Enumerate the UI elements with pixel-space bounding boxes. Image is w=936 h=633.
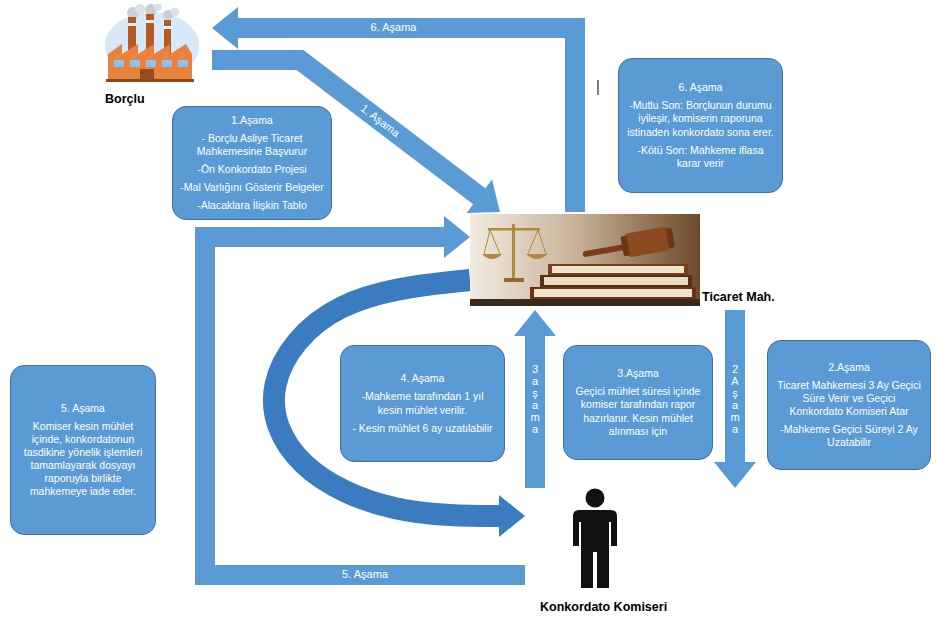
stage-text: Geçici mühlet süresi içinde komiser tara… — [571, 385, 705, 438]
arrow-head — [499, 495, 525, 537]
icon-part — [548, 264, 688, 275]
icon-part — [482, 254, 502, 259]
stage-box: 3.AşamaGeçici mühlet süresi içinde komis… — [563, 345, 713, 460]
person-silhouette — [565, 488, 625, 590]
icon-part — [470, 214, 700, 306]
icon-part — [484, 230, 490, 254]
icon-part — [128, 23, 136, 26]
arrow-head — [444, 216, 470, 258]
icon-part — [540, 275, 692, 287]
actor-label: Ticaret Mah. — [702, 290, 775, 304]
icon-part — [105, 12, 199, 80]
stage-box: 1.Aşama - Borçlu Asliye Ticaret Mahkemesi… — [172, 106, 332, 220]
stage-heading: 3.Aşama — [617, 367, 658, 380]
icon-part — [504, 278, 524, 282]
actor-node: Borçlu — [92, 4, 212, 110]
icon-part — [178, 60, 188, 67]
flow-arrow — [514, 310, 556, 488]
arrow-head — [514, 310, 556, 336]
actor-label: Konkordato Komiseri — [540, 600, 667, 614]
stage-box: 2.AşamaTicaret Mahkemesi 3 Ay Geçici Sür… — [767, 340, 931, 470]
actor-node: Konkordato Komiseri — [525, 488, 755, 623]
icon-part — [171, 8, 179, 16]
factory-icon — [100, 4, 200, 84]
icon-part — [573, 510, 617, 588]
stage-heading: 4. Aşama — [401, 372, 445, 385]
stage-text: -Mahkeme Geçici Süreyi 2 Ay Uzatabilir — [775, 423, 923, 449]
stage-box: 6. Aşama -Mutlu Son: Borçlunun durumu iyi… — [618, 58, 783, 193]
icon-part — [114, 60, 124, 67]
icon-part — [162, 60, 172, 67]
arrow-label: 6. Aşama — [369, 21, 419, 34]
icon-part — [106, 79, 194, 82]
icon-part — [140, 69, 154, 80]
icon-part — [544, 277, 688, 285]
icon-part — [470, 299, 700, 306]
arrow-label: 3 aşama — [530, 361, 541, 438]
icon-part — [538, 230, 546, 254]
icon-part — [530, 287, 696, 299]
stage-text: Komiser kesin mühlet içinde, konkordaton… — [18, 420, 148, 499]
stage-box: 4. Aşama -Mahkeme tarafından 1 yıl kesin … — [340, 345, 505, 462]
icon-part — [534, 289, 692, 297]
icon-part — [624, 226, 671, 257]
arrow-shaft — [725, 310, 745, 464]
icon-part — [581, 226, 676, 266]
actor-label: Borçlu — [105, 92, 145, 106]
stage-box: 5. AşamaKomiser kesin mühlet içinde, kon… — [10, 365, 156, 535]
court-illustration — [470, 214, 700, 306]
stage-text: -Ön Konkordato Projesi — [197, 163, 306, 176]
stage-heading: 6. Aşama — [679, 81, 723, 94]
stage-text: -Alacaklara İlişkin Tablo — [197, 199, 307, 212]
arrow-label: 5. Aşama — [340, 568, 390, 581]
stage-text: -Mutlu Son: Borçlunun durumu iyileşir, k… — [626, 99, 775, 138]
stage-text: - Borçlu Asliye Ticaret Mahkemesine Başv… — [180, 132, 324, 158]
icon-part — [512, 224, 515, 280]
arrow-label: 2 Aşama — [730, 361, 741, 438]
arrow-head — [212, 7, 238, 49]
icon-part — [552, 266, 684, 273]
icon-part — [528, 230, 538, 254]
stage-text: Ticaret Mahkemesi 3 Ay Geçici Süre Verir… — [775, 379, 923, 418]
stage-heading: 1.Aşama — [231, 114, 272, 127]
icon-part — [146, 20, 154, 23]
stage-heading: 2.Aşama — [828, 361, 869, 374]
arrow-head — [714, 462, 756, 488]
arrow-shaft — [274, 280, 501, 516]
stage-heading: 5. Aşama — [61, 402, 105, 415]
arrow-head — [467, 180, 500, 213]
icon-part — [666, 228, 675, 249]
stage-text: -Kötü Son: Mahkeme iflasa karar verir — [626, 144, 775, 170]
flow-arrow — [274, 280, 525, 537]
stage-text: - Kesin mühlet 6 ay uzatılabilir — [352, 422, 492, 435]
icon-part — [620, 236, 629, 257]
actor-node: Ticaret Mah. — [470, 212, 770, 310]
icon-part — [586, 489, 605, 508]
cursor-mark — [598, 80, 599, 95]
arrow-shaft — [525, 334, 545, 488]
icon-part — [130, 60, 140, 67]
icon-part — [108, 44, 192, 80]
icon-part — [135, 4, 145, 14]
stage-text: -Mahkeme tarafından 1 yıl kesin mühlet v… — [348, 390, 497, 416]
icon-part — [146, 60, 156, 67]
arrow-label: 1. Aşama — [356, 100, 404, 141]
flow-arrow — [714, 310, 756, 488]
stage-text: -Mal Varlığını Gösterir Belgeler — [180, 181, 323, 194]
icon-part — [526, 254, 548, 259]
icon-part — [490, 230, 500, 254]
icon-part — [154, 4, 162, 11]
icon-part — [164, 26, 171, 29]
icon-part — [488, 228, 540, 231]
